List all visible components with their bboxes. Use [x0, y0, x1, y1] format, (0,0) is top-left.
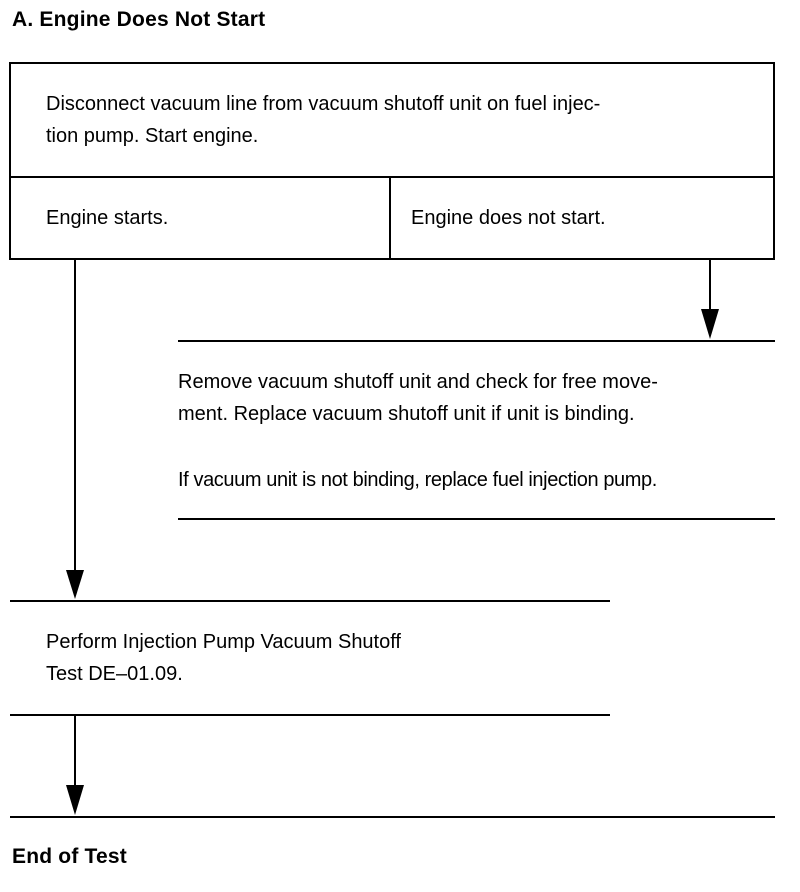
step-3-bottom-rule — [10, 714, 610, 716]
step-1-divider — [9, 176, 775, 178]
step-3-top-rule — [10, 600, 610, 602]
step-3-text-line-2: Test DE–01.09. — [46, 663, 183, 685]
step-3-text-line-1: Perform Injection Pump Vacuum Shutoff — [46, 631, 401, 653]
step-2-text-line-3: If vacuum unit is not binding, replace f… — [178, 469, 657, 491]
branch-engine-does-not-start: Engine does not start. — [411, 207, 606, 229]
branch-divider — [389, 176, 391, 260]
step-2-text-line-1: Remove vacuum shutoff unit and check for… — [178, 371, 658, 393]
arrow-starts-to-test-head — [66, 570, 84, 599]
step-1-text-line-1: Disconnect vacuum line from vacuum shuto… — [46, 93, 601, 115]
page-title: A. Engine Does Not Start — [12, 8, 266, 31]
step-2-bottom-rule — [178, 518, 775, 520]
step-1-box — [9, 62, 775, 260]
end-of-test-label: End of Test — [12, 845, 127, 868]
step-2-top-rule — [178, 340, 775, 342]
branch-engine-starts: Engine starts. — [46, 207, 169, 229]
step-1-text-line-2: tion pump. Start engine. — [46, 125, 259, 147]
step-2-text-line-2: ment. Replace vacuum shutoff unit if uni… — [178, 403, 635, 425]
arrow-test-to-end-head — [66, 785, 84, 815]
arrow-not-start-to-remove-head — [701, 309, 719, 339]
end-rule — [10, 816, 775, 818]
